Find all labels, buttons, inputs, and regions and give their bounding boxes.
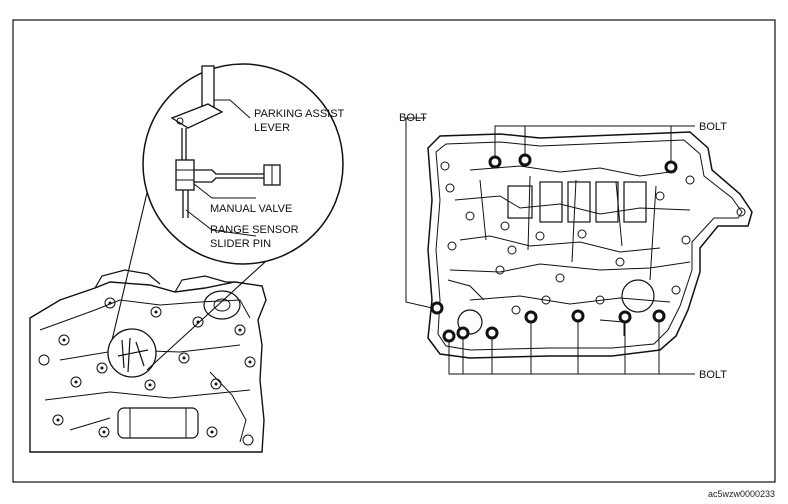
valve-body-drawing [427, 131, 753, 359]
figure-code: ac5wzw0000233 [708, 489, 775, 499]
bolt-marker [618, 310, 632, 324]
bolt-marker [571, 309, 585, 323]
bolt-marker [456, 326, 470, 340]
bolt-marker [524, 310, 538, 324]
label-range-sensor-2: SLIDER PIN [210, 238, 271, 250]
magnifier-tangent-left [111, 175, 152, 341]
transmission-case-drawing [29, 269, 267, 453]
bolt-marker [518, 153, 532, 167]
bolt-marker [442, 329, 456, 343]
bolt-marker [485, 326, 499, 340]
bolt-marker [664, 160, 678, 174]
detail-small-contents [117, 337, 149, 373]
bolt-label-left: BOLT [399, 112, 427, 124]
label-parking-assist-1: PARKING ASSIST [254, 108, 345, 120]
detail-large-contents [170, 65, 281, 218]
label-range-sensor-1: RANGE SENSOR [210, 224, 299, 236]
bolt-label-bottom-right: BOLT [699, 369, 727, 381]
bolt-marker [488, 155, 502, 169]
bolt-marker [430, 301, 444, 315]
label-manual-valve: MANUAL VALVE [210, 203, 292, 215]
figure-frame [12, 19, 776, 483]
label-parking-assist-2: LEVER [254, 122, 290, 134]
marked-bolts [430, 153, 678, 343]
bolt-label-top-right: BOLT [699, 121, 727, 133]
bolt-leaders [405, 117, 695, 375]
callout-leaders [185, 99, 257, 237]
bolt-marker [652, 309, 666, 323]
